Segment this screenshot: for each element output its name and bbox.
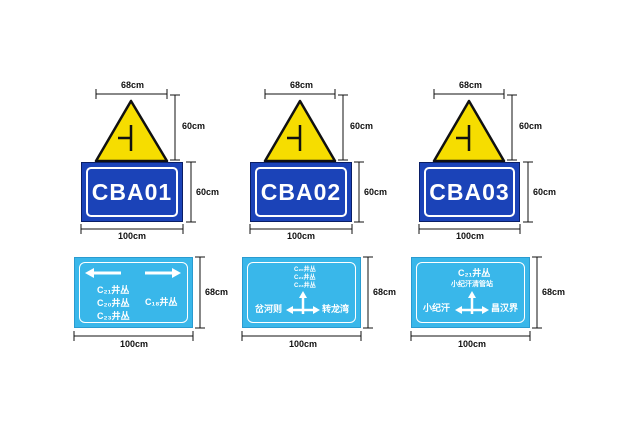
arrow-right-icon: [145, 268, 181, 278]
plate-height-label-2: 60cm: [364, 187, 388, 197]
triangle-height-label-2: 60cm: [350, 121, 374, 131]
direction-panel-1: C₂₁井丛 C₂₀井丛 C₂₃井丛 C₁₈井丛: [74, 257, 193, 328]
code-plate-2: CBA02: [250, 162, 352, 222]
destination-label: C₂₁井丛: [294, 275, 316, 281]
triangle-width-label-1: 68cm: [121, 80, 145, 90]
triangle-width-label-2: 68cm: [290, 80, 314, 90]
destination-label: 转龙湾: [322, 304, 350, 314]
panel-height-label-2: 68cm: [373, 287, 397, 297]
destination-label: 小纪汗清管站: [451, 281, 493, 288]
plate-code: CBA02: [260, 178, 342, 205]
destination-label: C₂₁井丛: [458, 268, 491, 278]
destination-label: C₂₃井丛: [294, 283, 316, 289]
destination-label: 岔河则: [255, 304, 283, 314]
destination-label: C₂₀井丛: [294, 267, 316, 273]
destination-label: C₂₁井丛: [97, 285, 130, 295]
code-plate-1: CBA01: [81, 162, 183, 222]
panel-width-label-1: 100cm: [120, 339, 149, 349]
plate-width-label-3: 100cm: [456, 231, 485, 241]
dimension-lines-bottom: [73, 256, 542, 341]
arrow-left-icon: [85, 268, 121, 278]
destination-label: C₂₃井丛: [97, 311, 130, 321]
t-junction-icon: [118, 125, 133, 151]
triangle-height-label-3: 60cm: [519, 121, 543, 131]
triangle-width-label-3: 68cm: [459, 80, 483, 90]
direction-panel-3: C₂₁井丛 小纪汗清管站 小纪汗 昌汉界: [411, 257, 530, 328]
plate-code: CBA03: [429, 178, 510, 205]
warning-triangle-2: [263, 99, 337, 163]
warning-triangle-3: [432, 99, 506, 163]
destination-label: 小纪汗: [423, 303, 451, 313]
plate-height-label-1: 60cm: [196, 187, 220, 197]
plate-width-label-1: 100cm: [118, 231, 147, 241]
panel-1-arrows: [85, 268, 181, 278]
warning-triangle-1: [94, 99, 169, 163]
plate-height-label-3: 60cm: [533, 187, 557, 197]
destination-label: 昌汉界: [491, 303, 519, 313]
destination-label: C₂₀井丛: [97, 298, 130, 308]
three-way-arrow-icon: [286, 291, 320, 314]
t-junction-icon: [287, 125, 302, 151]
panel-width-label-3: 100cm: [458, 339, 487, 349]
plate-width-label-2: 100cm: [287, 231, 316, 241]
direction-panel-2: C₂₀井丛 C₂₁井丛 C₂₃井丛 岔河则 转龙湾: [242, 257, 361, 328]
panel-width-label-2: 100cm: [289, 339, 318, 349]
dimension-lines-top: [80, 89, 533, 234]
panel-height-label-3: 68cm: [542, 287, 566, 297]
code-plate-3: CBA03: [419, 162, 520, 222]
plate-code: CBA01: [91, 178, 173, 205]
panel-height-label-1: 68cm: [205, 287, 229, 297]
t-junction-icon: [456, 125, 471, 151]
three-way-arrow-icon: [455, 291, 489, 314]
destination-label: C₁₈井丛: [145, 297, 178, 307]
triangle-height-label-1: 60cm: [182, 121, 206, 131]
